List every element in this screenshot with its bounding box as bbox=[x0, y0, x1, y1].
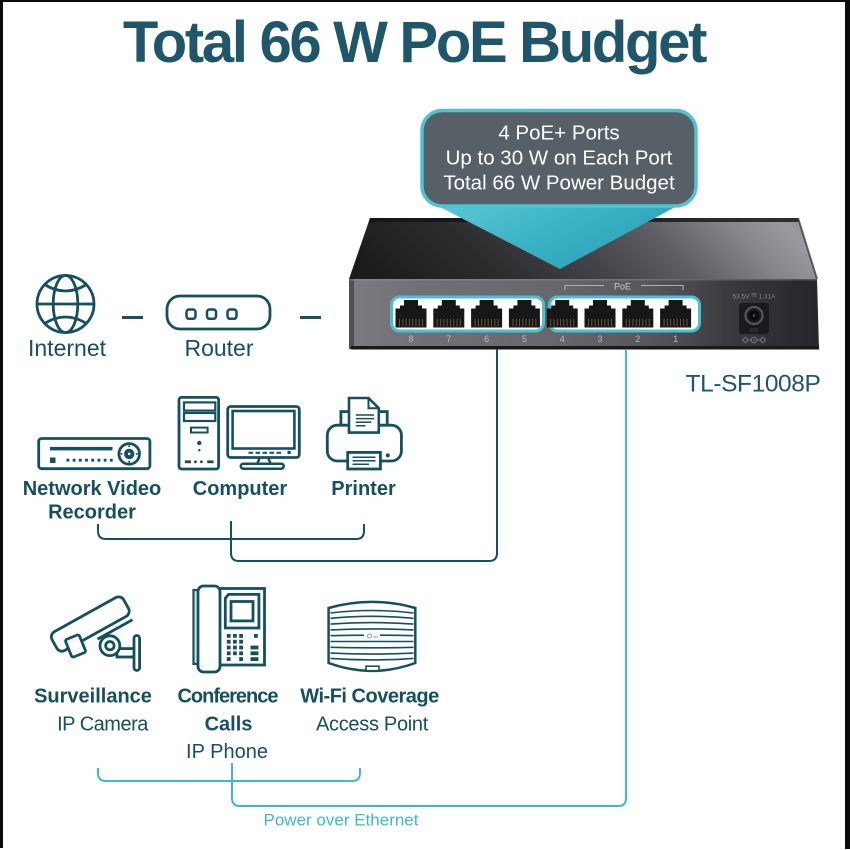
svg-text:IP Camera: IP Camera bbox=[57, 714, 149, 736]
svg-text:Total 66 W PoE Budget: Total 66 W PoE Budget bbox=[123, 10, 707, 75]
svg-text:Total 66 W Power Budget: Total 66 W Power Budget bbox=[443, 172, 675, 195]
svg-text:TL-SF1008P: TL-SF1008P bbox=[686, 371, 821, 398]
svg-text:Internet: Internet bbox=[28, 335, 107, 361]
svg-text:Router: Router bbox=[184, 335, 253, 361]
svg-text:3: 3 bbox=[597, 334, 602, 344]
svg-text:1: 1 bbox=[673, 334, 678, 344]
svg-text:6: 6 bbox=[484, 334, 489, 344]
svg-text:5: 5 bbox=[522, 334, 527, 344]
svg-text:Calls: Calls bbox=[205, 714, 253, 736]
svg-text:IP Phone: IP Phone bbox=[186, 741, 268, 763]
svg-text:Wi-Fi Coverage: Wi-Fi Coverage bbox=[300, 686, 439, 708]
svg-text:1.31A: 1.31A bbox=[759, 294, 777, 301]
svg-text:4: 4 bbox=[560, 334, 565, 344]
svg-text:Surveillance: Surveillance bbox=[34, 686, 152, 708]
svg-text:Network Video: Network Video bbox=[23, 478, 162, 500]
svg-text:53.5V: 53.5V bbox=[733, 294, 751, 301]
svg-text:PoE: PoE bbox=[614, 282, 631, 292]
svg-text:7: 7 bbox=[446, 334, 451, 344]
svg-text:Printer: Printer bbox=[331, 478, 396, 500]
svg-text:Conference: Conference bbox=[177, 686, 278, 708]
svg-text:Power over Ethernet: Power over Ethernet bbox=[264, 811, 419, 830]
svg-text:8: 8 bbox=[408, 334, 413, 344]
svg-text:Computer: Computer bbox=[193, 478, 288, 500]
svg-text:4 PoE+ Ports: 4 PoE+ Ports bbox=[498, 122, 619, 145]
svg-text:Up to 30 W on Each Port: Up to 30 W on Each Port bbox=[446, 147, 673, 170]
svg-text:Access Point: Access Point bbox=[316, 714, 429, 736]
svg-text:Recorder: Recorder bbox=[48, 502, 136, 524]
svg-text:2: 2 bbox=[635, 334, 640, 344]
